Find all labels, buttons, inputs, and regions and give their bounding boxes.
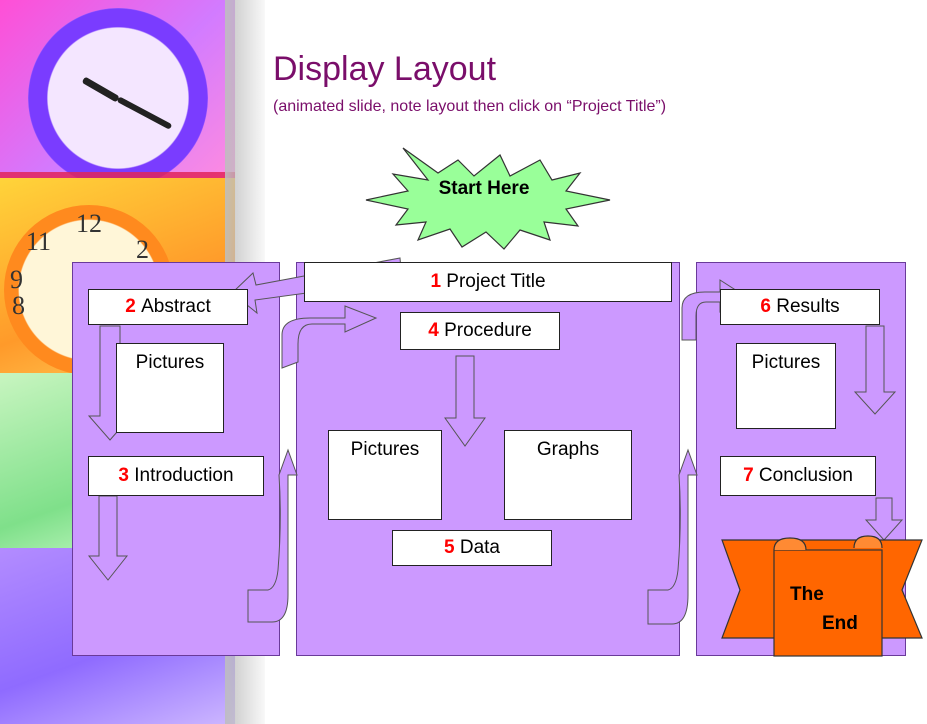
step-number: 3 — [118, 465, 129, 486]
page-title: Display Layout — [273, 50, 497, 88]
page-subtitle: (animated slide, note layout then click … — [273, 98, 667, 115]
conclusion-label: Conclusion — [758, 465, 853, 486]
down-arrow — [87, 495, 129, 581]
step-number: 2 — [125, 296, 136, 317]
end-banner-curl — [853, 535, 883, 549]
curved-up-arrow — [247, 448, 298, 623]
results-box[interactable]: 6 Results — [720, 289, 880, 325]
purple-clock-icon — [28, 8, 208, 188]
data-label: Data — [459, 537, 500, 558]
start-here-label: Start Here — [438, 178, 530, 199]
end-banner-front — [773, 549, 883, 657]
curved-arrow — [281, 305, 378, 369]
down-arrow — [444, 355, 486, 447]
project-title-label: Project Title — [446, 271, 546, 292]
end-banner-curl — [773, 537, 807, 551]
start-starburst — [365, 147, 611, 250]
results-label: Results — [776, 296, 840, 317]
step-number: 7 — [743, 465, 754, 486]
center-pictures-box: Pictures — [328, 430, 442, 520]
pictures-label: Pictures — [135, 352, 205, 373]
project-title-box[interactable]: 1 Project Title — [304, 262, 672, 302]
left-pictures-box: Pictures — [116, 343, 224, 433]
right-pictures-box: Pictures — [736, 343, 836, 429]
pictures-label: Pictures — [350, 439, 420, 460]
data-box[interactable]: 5 Data — [392, 530, 552, 566]
end-text-line2: End — [822, 613, 858, 634]
abstract-box[interactable]: 2 Abstract — [88, 289, 248, 325]
graphs-box: Graphs — [504, 430, 632, 520]
step-number: 4 — [428, 320, 439, 341]
down-arrow — [853, 325, 897, 415]
procedure-label: Procedure — [444, 320, 532, 341]
end-text-line1: The — [790, 584, 824, 605]
abstract-label: Abstract — [141, 296, 211, 317]
pictures-label: Pictures — [751, 352, 821, 373]
step-number: 5 — [444, 537, 455, 558]
introduction-label: Introduction — [134, 465, 234, 486]
introduction-box[interactable]: 3 Introduction — [88, 456, 264, 496]
down-arrow — [864, 497, 904, 541]
graphs-label: Graphs — [536, 439, 600, 460]
step-number: 6 — [760, 296, 771, 317]
curved-up-arrow — [647, 448, 698, 625]
conclusion-box[interactable]: 7 Conclusion — [720, 456, 876, 496]
procedure-box[interactable]: 4 Procedure — [400, 312, 560, 350]
step-number: 1 — [430, 271, 442, 292]
